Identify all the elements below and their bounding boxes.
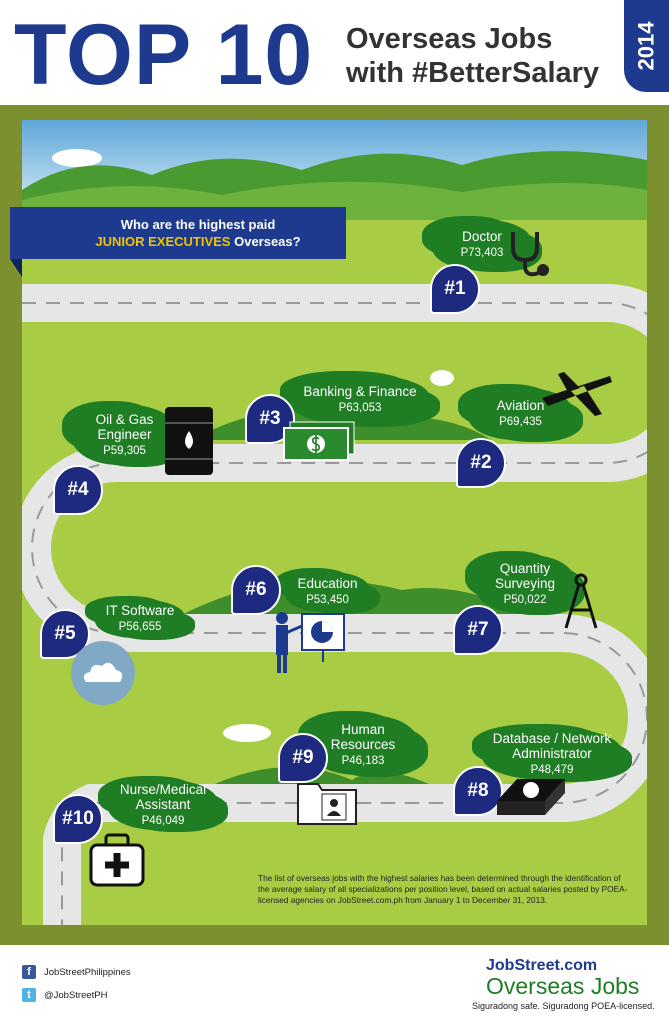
cloud-icon	[71, 641, 135, 705]
question-banner: Who are the highest paid JUNIOR EXECUTIV…	[10, 207, 346, 259]
rank-badge-9: #9	[278, 733, 328, 783]
folder-icon	[297, 783, 357, 825]
job-salary: P63,053	[338, 402, 382, 414]
job-title: Oil & Gas Engineer	[95, 411, 154, 442]
question-rest: Overseas?	[230, 234, 301, 249]
rank-badge-10: #10	[53, 794, 103, 844]
compass-icon	[564, 573, 598, 629]
subtitle-line-2: with #BetterSalary	[346, 57, 600, 89]
road	[22, 284, 647, 925]
rank-badge-5: #5	[40, 609, 90, 659]
logo-line-2: Overseas Jobs	[486, 973, 640, 999]
page-title: TOP 10	[14, 7, 314, 103]
methodology-note: The list of overseas jobs with the highe…	[258, 873, 628, 905]
medical-kit-icon	[89, 833, 145, 887]
job-salary: P48,479	[530, 763, 574, 776]
money-icon	[283, 421, 355, 461]
rank-badge-2: #2	[456, 438, 506, 488]
job-title: Education	[297, 576, 358, 591]
twitter-icon: t	[22, 988, 36, 1002]
question-highlight: JUNIOR EXECUTIVES	[95, 234, 231, 249]
rank-badge-1: #1	[430, 264, 480, 314]
year-label: 2014	[633, 21, 659, 71]
twitter-label: @JobStreetPH	[44, 989, 108, 1001]
facebook-label: JobStreetPhilippines	[44, 966, 131, 978]
jobstreet-logo: JobStreet.com Overseas Jobs Siguradong s…	[472, 957, 664, 1011]
rank-badge-6: #6	[231, 565, 281, 615]
job-salary: P46,049	[141, 814, 185, 827]
rank-badge-8: #8	[453, 766, 503, 816]
question-line-1: Who are the highest paid	[120, 217, 276, 232]
year-tab: 2014	[624, 0, 669, 92]
logo-line-1: JobStreet.com	[486, 957, 598, 974]
job-salary: P69,435	[499, 416, 542, 428]
question-line-2: JUNIOR EXECUTIVES Overseas?	[50, 233, 346, 250]
banner-fold	[10, 259, 22, 277]
job-title: Doctor	[462, 229, 502, 244]
job-title: Nurse/Medical Assistant	[119, 781, 207, 812]
job-salary: P73,403	[460, 247, 504, 259]
rank-badge-3: #3	[245, 394, 295, 444]
rank-badge-7: #7	[453, 605, 503, 655]
airplane-icon	[542, 372, 612, 416]
twitter-link[interactable]: t @JobStreetPH	[22, 988, 108, 1002]
job-title: Database / Network Administrator	[492, 730, 612, 761]
job-salary: P53,450	[306, 594, 349, 606]
footer: f JobStreetPhilippines t @JobStreetPH	[0, 945, 669, 1024]
job-salary: P59,305	[103, 444, 146, 457]
facebook-icon: f	[22, 965, 36, 979]
job-salary: P50,022	[503, 593, 547, 606]
presentation-icon	[276, 612, 345, 673]
job-title: Aviation	[496, 398, 545, 413]
hard-drive-icon	[497, 779, 565, 815]
stethoscope-icon	[511, 232, 549, 277]
oil-barrel-icon	[165, 407, 213, 475]
rank-badge-4: #4	[53, 465, 103, 515]
job-title: IT Software	[105, 603, 175, 618]
job-salary: P46,183	[341, 754, 385, 767]
facebook-link[interactable]: f JobStreetPhilippines	[22, 965, 131, 979]
job-salary: P56,655	[118, 621, 162, 633]
job-title: Human Resources	[330, 721, 396, 752]
job-title: Banking & Finance	[303, 384, 417, 399]
job-title: Quantity Surveying	[494, 560, 556, 591]
subtitle-line-1: Overseas Jobs	[346, 23, 553, 55]
logo-tagline: Siguradong safe. Siguradong POEA-license…	[472, 1001, 655, 1011]
